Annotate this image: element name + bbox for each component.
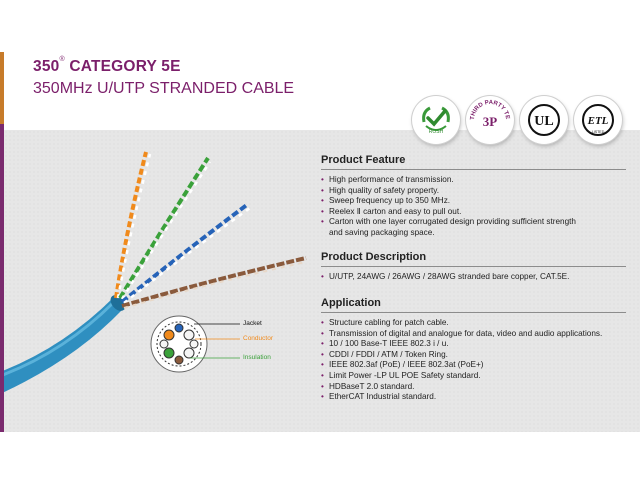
- etl-mark-icon: ETL LISTED: [582, 104, 614, 136]
- cable-jacket-end: [110, 295, 126, 311]
- third-party-testing-icon: THIRD PARTY TESTING 3P: [466, 96, 510, 129]
- list-item: HDBaseT 2.0 standard.: [321, 382, 626, 393]
- section-divider: [321, 169, 626, 170]
- list-item: High performance of transmission.: [321, 175, 626, 186]
- svg-text:UL: UL: [534, 114, 553, 129]
- feature-list: High performance of transmission. High q…: [321, 175, 626, 239]
- certification-badges: ROSH THIRD PARTY TESTING 3P UL ETL LISTE…: [412, 96, 622, 148]
- green-pair: [118, 156, 210, 300]
- ul-badge: UL: [520, 96, 568, 144]
- product-description-section: Product Description U/UTP, 24AWG / 26AWG…: [321, 251, 626, 283]
- etl-badge: ETL LISTED: [574, 96, 622, 144]
- list-item: EtherCAT Industrial standard.: [321, 392, 626, 403]
- list-item: 10 / 100 Base-T IEEE 802.3 i / u.: [321, 339, 626, 350]
- blue-pair: [120, 202, 250, 304]
- list-item: U/UTP, 24AWG / 26AWG / 28AWG stranded ba…: [321, 272, 626, 283]
- conductor-label: Conductor: [243, 335, 273, 342]
- jacket-label: Jacket: [243, 320, 262, 327]
- list-item: Transmission of digital and analogue for…: [321, 329, 626, 340]
- description-list: U/UTP, 24AWG / 26AWG / 28AWG stranded ba…: [321, 272, 626, 283]
- application-section: Application Structure cabling for patch …: [321, 297, 626, 403]
- svg-text:LISTED: LISTED: [592, 130, 605, 134]
- brown-pair: [121, 256, 307, 308]
- list-item-continuation: and saving packaging space.: [329, 227, 435, 237]
- section-title: Product Feature: [321, 154, 406, 166]
- orange-pair: [114, 151, 148, 299]
- product-feature-section: Product Feature High performance of tran…: [321, 154, 626, 239]
- list-item: High quality of safety property.: [321, 186, 626, 197]
- rohs-leaf-icon: ROSH: [422, 106, 450, 135]
- svg-text:ROSH: ROSH: [429, 129, 444, 135]
- section-divider: [321, 312, 626, 313]
- list-item: CDDI / FDDI / ATM / Token Ring.: [321, 350, 626, 361]
- left-accent-bar: [0, 52, 4, 432]
- list-item: Sweep frequency up to 350 MHz.: [321, 196, 626, 207]
- product-title: 350® CATEGORY 5E: [33, 56, 181, 75]
- rohs-badge: ROSH: [412, 96, 460, 144]
- list-item: Carton with one layer corrugated design …: [321, 217, 626, 228]
- section-title: Product Description: [321, 251, 427, 263]
- product-subtitle: 350MHz U/UTP STRANDED CABLE: [33, 80, 295, 97]
- svg-text:ETL: ETL: [587, 115, 609, 127]
- application-list: Structure cabling for patch cable. Trans…: [321, 318, 626, 403]
- insulation-label: Insulation: [243, 354, 271, 361]
- cable-illustration: [4, 151, 307, 393]
- list-item: IEEE 802.3af (PoE) / IEEE 802.3at (PoE+): [321, 360, 626, 371]
- left-accent-bar-top: [0, 52, 4, 124]
- section-divider: [321, 266, 626, 267]
- svg-text:3P: 3P: [483, 114, 498, 129]
- list-item: Structure cabling for patch cable.: [321, 318, 626, 329]
- third-party-testing-badge: THIRD PARTY TESTING 3P: [466, 96, 514, 144]
- list-item: Limit Power -LP UL POE Safety standard.: [321, 371, 626, 382]
- list-item: Reelex Ⅱ carton and easy to pull out.: [321, 207, 626, 218]
- ul-mark-icon: UL: [528, 104, 560, 136]
- section-title: Application: [321, 297, 381, 309]
